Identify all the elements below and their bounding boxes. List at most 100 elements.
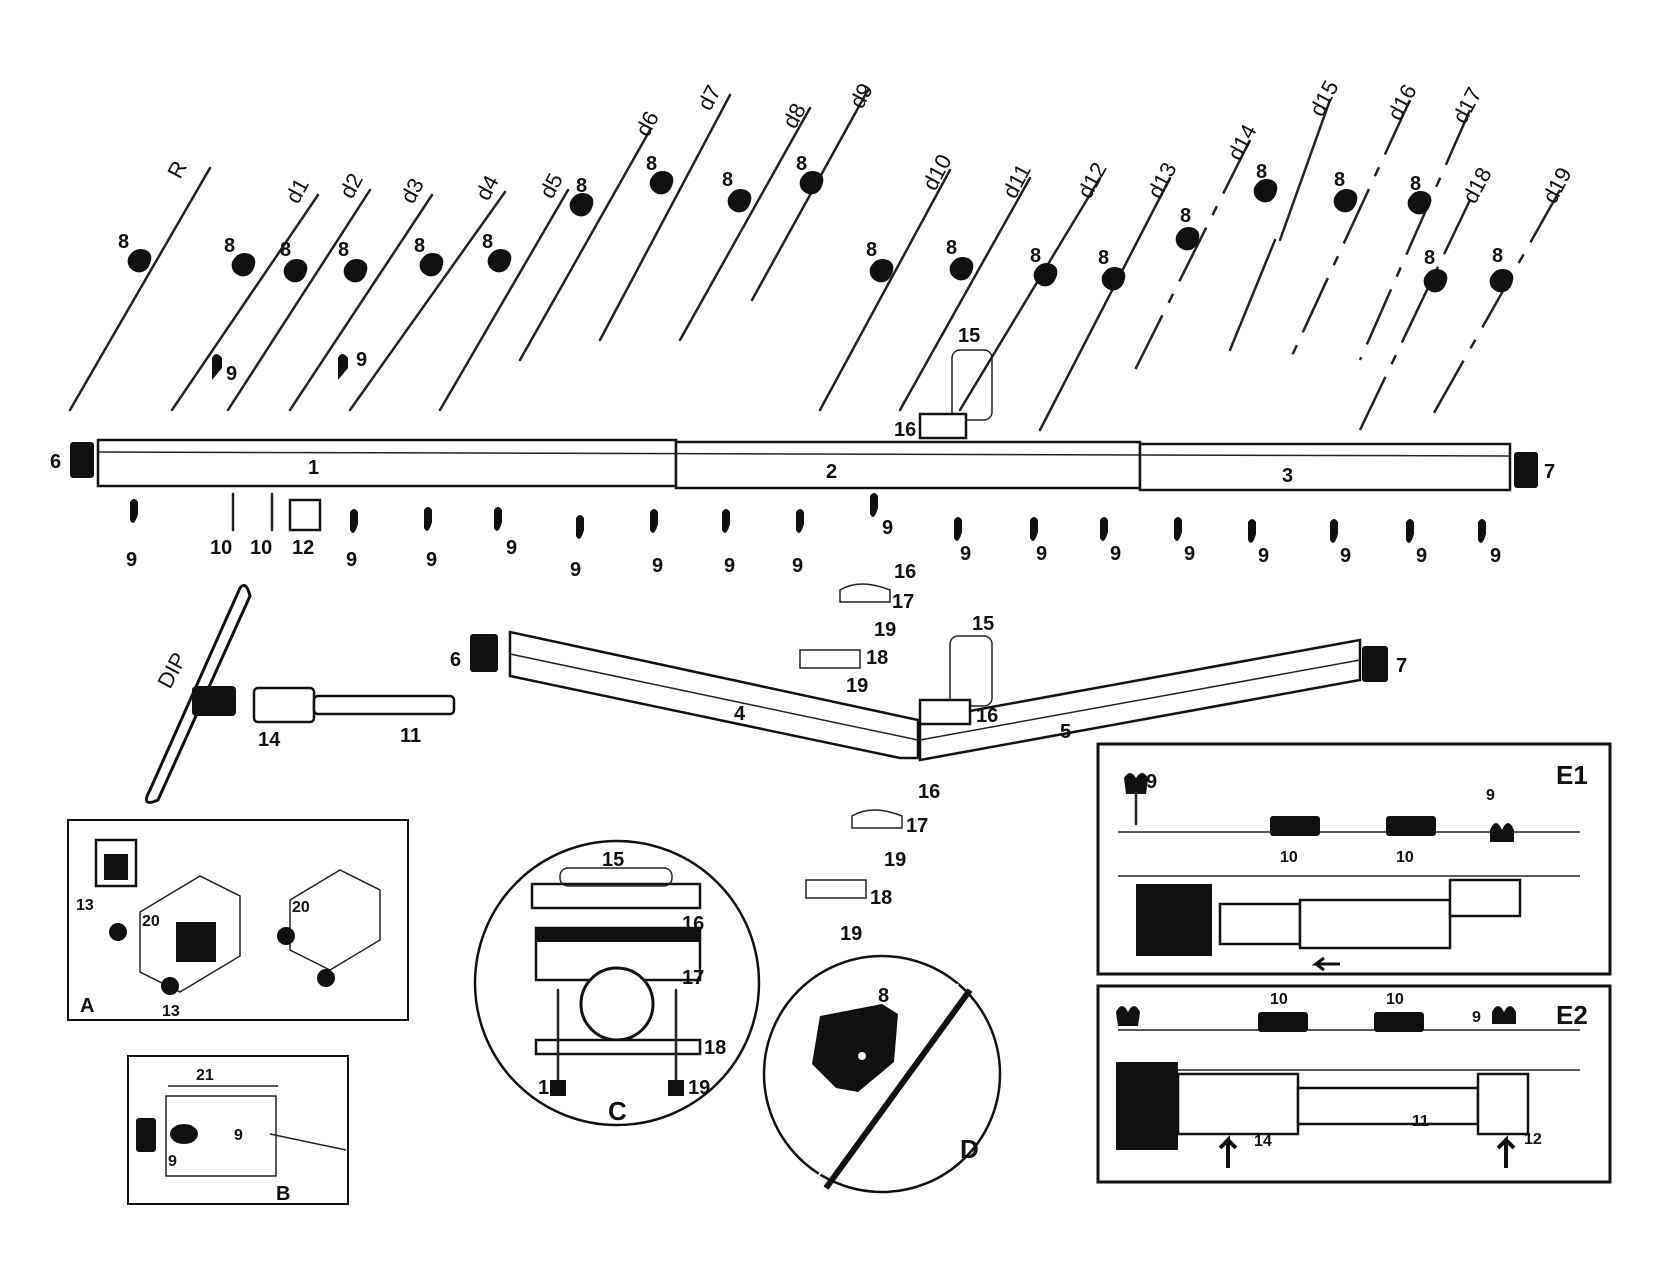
svg-text:8: 8 <box>576 175 587 197</box>
element-rod-d11 <box>898 176 1032 412</box>
inset-E2-label: E2 <box>1556 1000 1588 1030</box>
clip-icon: 8 <box>414 235 444 277</box>
svg-text:9: 9 <box>1036 543 1047 565</box>
element-rod-d14 <box>1128 139 1252 381</box>
clip-icon: 8 <box>946 237 974 281</box>
element-label-d7: d7 <box>692 81 726 114</box>
element-label-d17: d17 <box>1447 83 1486 127</box>
clip-icon: 8 <box>796 153 824 195</box>
element-rod-d5 <box>438 188 570 412</box>
svg-text:15: 15 <box>972 613 994 635</box>
element-rod-d4 <box>348 190 507 412</box>
boom-section-1 <box>96 438 678 488</box>
element-label-d13: d13 <box>1142 158 1181 202</box>
element-rod-d12 <box>958 176 1102 412</box>
svg-text:8: 8 <box>1334 169 1345 191</box>
inset-A: 13 20 20 13 A <box>67 819 409 1021</box>
svg-text:10: 10 <box>1386 991 1404 1008</box>
svg-text:11: 11 <box>400 725 421 747</box>
label-part-2: 2 <box>826 461 837 483</box>
svg-text:9: 9 <box>506 537 517 559</box>
inset-C: 15 16 17 18 19 19 C <box>473 839 761 1127</box>
element-rod-d15 <box>1278 98 1332 242</box>
folded-dipole <box>144 583 252 804</box>
element-rod-d2 <box>226 188 372 412</box>
element-rod-d3 <box>288 193 434 412</box>
svg-text:14: 14 <box>258 729 281 751</box>
svg-text:14: 14 <box>1254 1133 1272 1150</box>
svg-text:19: 19 <box>846 675 868 697</box>
clip-icon: 8 <box>1175 205 1200 251</box>
svg-text:17: 17 <box>906 815 928 837</box>
svg-text:8: 8 <box>796 153 807 175</box>
label-part-5: 5 <box>1060 721 1071 743</box>
element-clips: 8 8 8 8 8 8 8 8 8 8 8 8 8 8 8 8 8 8 8 8 <box>118 153 1514 293</box>
pins-below-boom: 9 10 10 12 9 9 9 9 9 9 9 9 9 9 9 9 9 9 9… <box>126 492 1501 581</box>
end-cap-7b <box>1362 646 1388 682</box>
element-rods <box>68 88 1562 432</box>
boom-cranked: 4 5 6 7 15 16 <box>450 613 1407 762</box>
clip-icon: 8 <box>1333 169 1358 213</box>
element-rod-d17 <box>1358 109 1472 361</box>
element-label-d15: d15 <box>1304 76 1343 120</box>
svg-text:18: 18 <box>704 1037 726 1059</box>
svg-text:21: 21 <box>196 1067 214 1084</box>
element-label-d10: d10 <box>917 150 956 194</box>
clip-icon: 8 <box>866 239 894 283</box>
clip-icon: 8 <box>646 153 674 195</box>
element-label-d18: d18 <box>1457 163 1496 207</box>
svg-text:8: 8 <box>1098 247 1109 269</box>
clamp-stack-upper: 16 17 19 18 19 <box>799 561 916 697</box>
svg-text:20: 20 <box>292 899 310 916</box>
end-cap-6 <box>70 442 94 478</box>
svg-text:9: 9 <box>426 549 437 571</box>
svg-text:9: 9 <box>960 543 971 565</box>
clamp-stack-lower: 16 17 19 18 19 <box>805 781 940 945</box>
svg-text:10: 10 <box>1280 849 1298 866</box>
svg-text:9: 9 <box>1416 545 1427 567</box>
clip-icon: 8 <box>1407 173 1432 215</box>
svg-text:8: 8 <box>878 985 889 1007</box>
boom-section-4 <box>508 630 920 760</box>
boom-section-2 <box>674 440 1142 490</box>
element-label-d1: d1 <box>280 174 314 207</box>
end-cap-6b <box>470 634 498 672</box>
svg-text:9: 9 <box>1146 771 1157 793</box>
svg-text:8: 8 <box>1424 247 1435 269</box>
svg-text:12: 12 <box>292 537 314 559</box>
svg-text:16: 16 <box>894 561 916 583</box>
svg-text:20: 20 <box>142 913 160 930</box>
svg-text:9: 9 <box>1340 545 1351 567</box>
svg-text:19: 19 <box>840 923 862 945</box>
element-label-d3: d3 <box>395 174 429 207</box>
svg-text:6: 6 <box>450 649 461 671</box>
clip-icon: 8 <box>569 175 594 217</box>
svg-text:10: 10 <box>1396 849 1414 866</box>
clip-icon: 8 <box>338 239 368 283</box>
svg-text:18: 18 <box>866 647 888 669</box>
clip-icon: 8 <box>1253 161 1278 203</box>
svg-text:19: 19 <box>688 1077 710 1099</box>
svg-text:9: 9 <box>1490 545 1501 567</box>
svg-text:19: 19 <box>538 1077 560 1099</box>
svg-text:9: 9 <box>126 549 137 571</box>
element-rod-d19 <box>1428 189 1562 421</box>
svg-text:9: 9 <box>226 363 237 385</box>
element-label-d2: d2 <box>334 169 368 202</box>
svg-text:9: 9 <box>168 1153 177 1170</box>
pins-above-boom: 9 9 <box>212 349 367 385</box>
svg-text:9: 9 <box>724 555 735 577</box>
svg-text:8: 8 <box>1256 161 1267 183</box>
u-bolt-15b <box>949 635 993 707</box>
svg-text:9: 9 <box>1184 543 1195 565</box>
svg-text:16: 16 <box>918 781 940 803</box>
u-bolt-15 <box>951 349 993 421</box>
svg-text:8: 8 <box>1410 173 1421 195</box>
element-rod-d10 <box>818 168 952 412</box>
svg-text:16: 16 <box>682 913 704 935</box>
svg-text:9: 9 <box>346 549 357 571</box>
clip-icon: 8 <box>224 235 256 277</box>
clip-icon: 8 <box>1098 247 1126 291</box>
clip-icon: 8 <box>722 169 752 213</box>
